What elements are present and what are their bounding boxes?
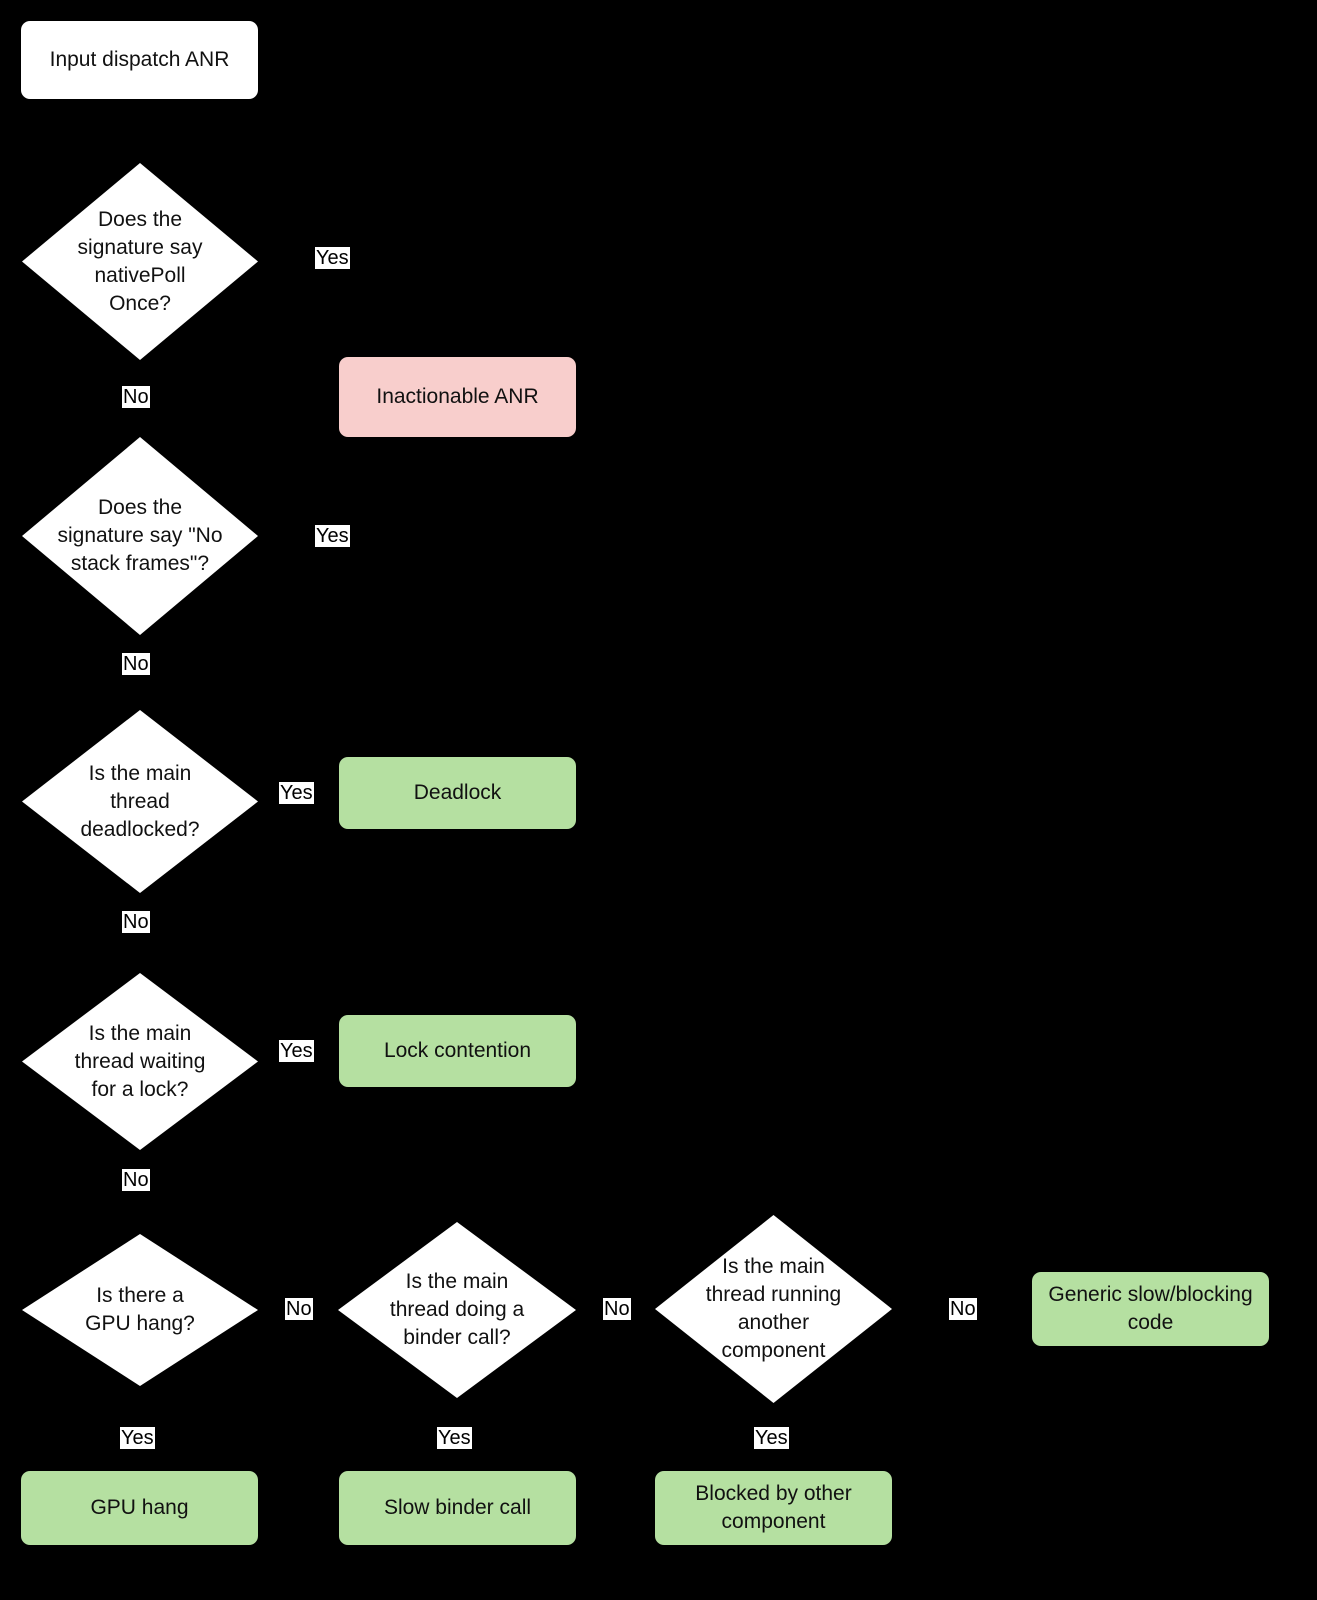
- node-generic-slow-blocking-code[interactable]: Generic slow/blocking code: [1032, 1272, 1269, 1346]
- arrowhead-d4: [132, 959, 148, 973]
- node-label: Does the signature say nativePoll Once?: [77, 207, 203, 315]
- arrowhead-d1: [132, 149, 148, 163]
- arrowheads: [132, 149, 1053, 1471]
- arrowhead-blocked: [765, 1457, 781, 1471]
- node-label: Is the main thread running another compo…: [705, 1255, 842, 1362]
- node-decision-gpu-hang[interactable]: Is there a GPU hang?: [22, 1234, 258, 1386]
- node-label: Does the signature say "No stack frames"…: [57, 496, 223, 575]
- arrowhead-gpu: [132, 1457, 148, 1471]
- node-label: Generic slow/blocking code: [1048, 1283, 1253, 1334]
- node-deadlock[interactable]: Deadlock: [339, 757, 576, 829]
- node-label: Is there a GPU hang?: [85, 1284, 195, 1335]
- edge-label-d6-yes: Yes: [437, 1427, 472, 1449]
- edge-label-d7-no: No: [949, 1298, 977, 1320]
- node-gpu-hang[interactable]: GPU hang: [21, 1471, 258, 1545]
- node-label: GPU hang: [90, 1496, 189, 1519]
- node-lock-contention[interactable]: Lock contention: [339, 1015, 576, 1087]
- arrowhead-d5: [132, 1220, 148, 1234]
- node-label: Slow binder call: [383, 1496, 532, 1519]
- edge-label-d6-no: No: [603, 1298, 631, 1320]
- node-decision-no-stack-frames[interactable]: Does the signature say "No stack frames"…: [22, 437, 258, 635]
- node-blocked-by-other-component[interactable]: Blocked by other component: [655, 1471, 892, 1545]
- node-decision-binder-call[interactable]: Is the main thread doing a binder call?: [338, 1222, 576, 1398]
- edge-label-d2-yes: Yes: [315, 525, 350, 547]
- node-label: Blocked by other component: [695, 1482, 852, 1533]
- node-decision-nativepollonce[interactable]: Does the signature say nativePoll Once?: [22, 163, 258, 360]
- node-label: Lock contention: [383, 1039, 532, 1062]
- edge-label-d4-yes: Yes: [279, 1040, 314, 1062]
- edge-label-d7-yes: Yes: [754, 1427, 789, 1449]
- edge-label-d3-no: No: [122, 911, 150, 933]
- edge-label-d5-yes: Yes: [120, 1427, 155, 1449]
- arrowhead-d2: [132, 423, 148, 437]
- node-label: Input dispatch ANR: [49, 48, 230, 71]
- edge-label-d5-no: No: [285, 1298, 313, 1320]
- edge-label-d1-yes: Yes: [315, 247, 350, 269]
- node-inactionable-anr[interactable]: Inactionable ANR: [339, 357, 576, 437]
- arrowhead-binder: [449, 1457, 465, 1471]
- node-decision-running-another-component[interactable]: Is the main thread running another compo…: [655, 1215, 892, 1403]
- node-decision-main-thread-deadlocked[interactable]: Is the main thread deadlocked?: [22, 710, 258, 893]
- edge-label-d2-no: No: [122, 653, 150, 675]
- edge-label-d1-no: No: [122, 386, 150, 408]
- node-decision-waiting-for-lock[interactable]: Is the main thread waiting for a lock?: [22, 973, 258, 1150]
- node-label: Deadlock: [413, 781, 502, 804]
- arrowhead-d7: [641, 1301, 655, 1317]
- arrowhead-inactionable: [449, 343, 465, 357]
- edge-label-d3-yes: Yes: [279, 782, 314, 804]
- arrowhead-d3: [132, 696, 148, 710]
- node-slow-binder-call[interactable]: Slow binder call: [339, 1471, 576, 1545]
- node-label: Is the main thread waiting for a lock?: [74, 1021, 206, 1101]
- arrowhead-lock: [326, 1043, 340, 1059]
- node-label: Is the main thread doing a binder call?: [389, 1270, 525, 1349]
- node-label: Inactionable ANR: [376, 385, 539, 408]
- arrowhead-deadlock: [326, 785, 340, 801]
- node-label: Is the main thread deadlocked?: [80, 761, 200, 841]
- edge-label-d4-no: No: [122, 1169, 150, 1191]
- edge-d1-yes: [258, 260, 458, 357]
- node-input-dispatch-anr[interactable]: Input dispatch ANR: [21, 21, 258, 99]
